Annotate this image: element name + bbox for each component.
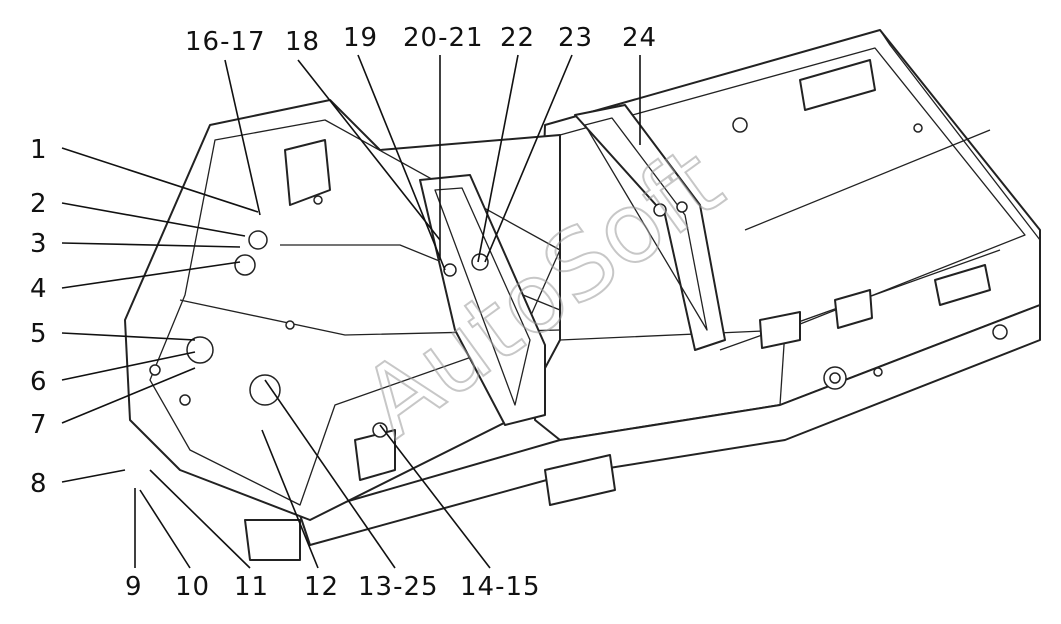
callout-5: 5 [30, 319, 48, 349]
callout-22: 22 [500, 23, 535, 53]
callout-6: 6 [30, 367, 48, 397]
callout-10: 10 [175, 572, 210, 602]
callout-4: 4 [30, 274, 48, 304]
leader-lines [61, 54, 641, 569]
callout-14-15: 14-15 [460, 572, 541, 602]
callout-19: 19 [343, 23, 378, 53]
callout-2: 2 [30, 189, 48, 219]
callout-24: 24 [622, 23, 657, 53]
callout-1: 1 [30, 135, 48, 165]
callout-12: 12 [304, 572, 339, 602]
callout-3: 3 [30, 229, 48, 259]
callout-18: 18 [285, 27, 320, 57]
frame-body [124, 29, 1041, 561]
callout-23: 23 [558, 23, 593, 53]
callout-20-21: 20-21 [403, 23, 484, 53]
callout-16-17: 16-17 [185, 27, 266, 57]
callout-labels: 1 2 3 4 5 6 7 8 9 10 11 12 13-25 14-15 1… [30, 23, 657, 602]
callout-13-25: 13-25 [358, 572, 439, 602]
callout-7: 7 [30, 410, 48, 440]
callout-11: 11 [234, 572, 269, 602]
callout-8: 8 [30, 469, 48, 499]
callout-9: 9 [125, 572, 143, 602]
